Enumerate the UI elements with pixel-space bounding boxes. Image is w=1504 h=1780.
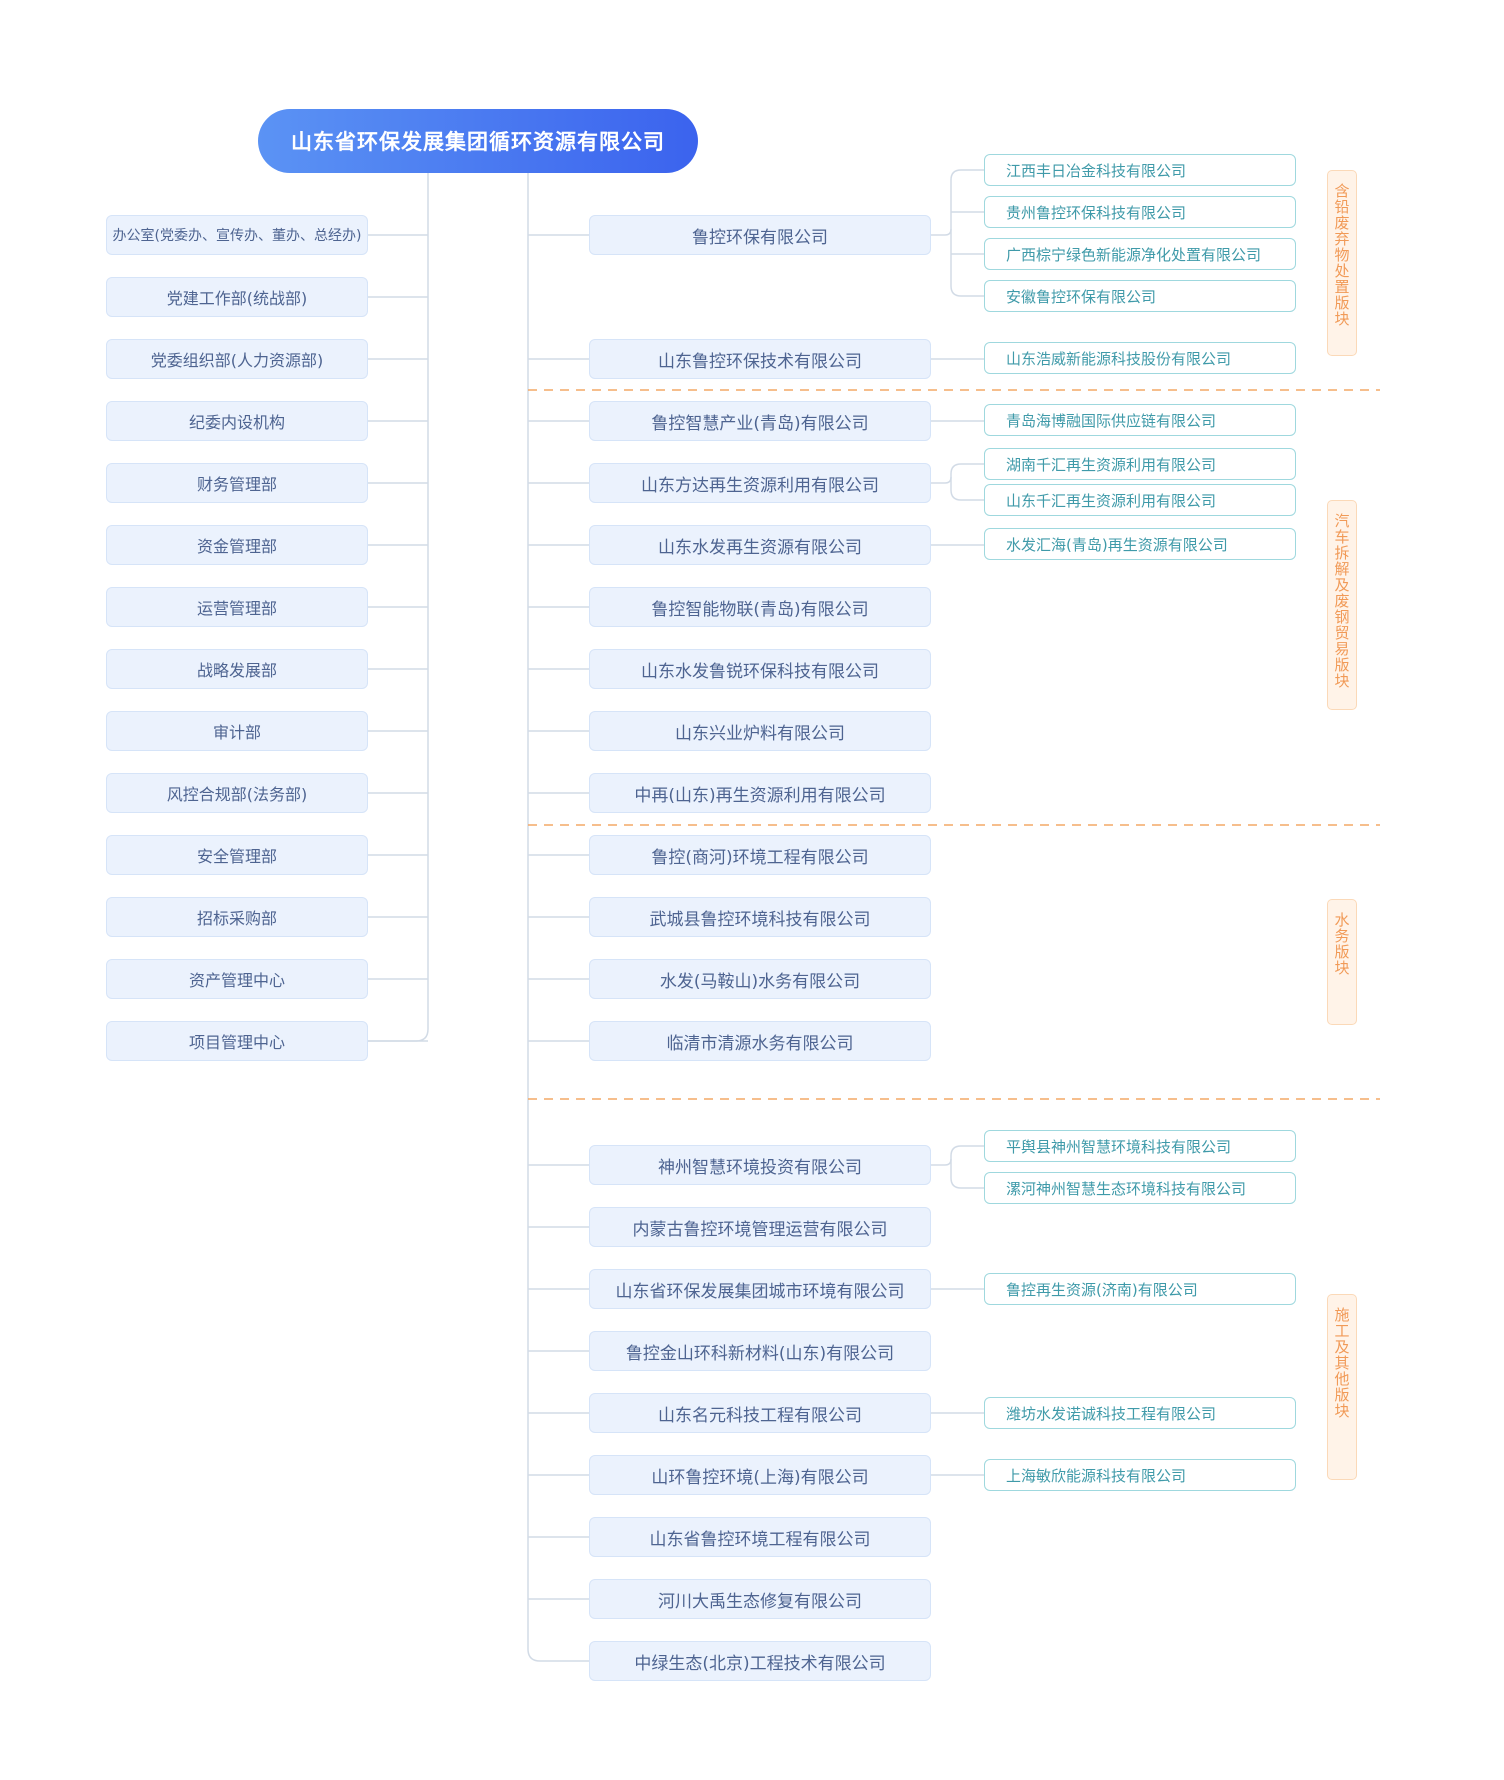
grandchild-node: 潍坊水发诺诚科技工程有限公司 xyxy=(984,1397,1296,1429)
segment-label: 汽车拆解及废钢贸易版块 xyxy=(1327,500,1357,710)
grandchild-node: 贵州鲁控环保科技有限公司 xyxy=(984,196,1296,228)
grandchild-node: 广西棕宁绿色新能源净化处置有限公司 xyxy=(984,238,1296,270)
subsidiary-node: 鲁控智能物联(青岛)有限公司 xyxy=(589,587,931,627)
department-node: 纪委内设机构 xyxy=(106,401,368,441)
segment-label: 含铅废弃物处置版块 xyxy=(1327,170,1357,356)
subsidiary-node: 内蒙古鲁控环境管理运营有限公司 xyxy=(589,1207,931,1247)
subsidiary-node: 山东鲁控环保技术有限公司 xyxy=(589,339,931,379)
subsidiary-node: 鲁控金山环科新材料(山东)有限公司 xyxy=(589,1331,931,1371)
subsidiary-node: 中再(山东)再生资源利用有限公司 xyxy=(589,773,931,813)
segment-label-text: 含铅废弃物处置版块 xyxy=(1332,183,1351,327)
department-node: 战略发展部 xyxy=(106,649,368,689)
subsidiary-node: 山东兴业炉料有限公司 xyxy=(589,711,931,751)
connector-line xyxy=(944,1158,952,1166)
segment-label: 施工及其他版块 xyxy=(1327,1294,1357,1480)
connector-line xyxy=(950,285,984,297)
department-node: 风控合规部(法务部) xyxy=(106,773,368,813)
segment-label: 水务版块 xyxy=(1327,899,1357,1025)
subsidiary-node: 神州智慧环境投资有限公司 xyxy=(589,1145,931,1185)
department-node: 运营管理部 xyxy=(106,587,368,627)
grandchild-node: 江西丰日冶金科技有限公司 xyxy=(984,154,1296,186)
grandchild-node: 湖南千汇再生资源利用有限公司 xyxy=(984,448,1296,480)
subsidiary-node: 水发(马鞍山)水务有限公司 xyxy=(589,959,931,999)
grandchild-node: 水发汇海(青岛)再生资源有限公司 xyxy=(984,528,1296,560)
grandchild-node: 青岛海博融国际供应链有限公司 xyxy=(984,404,1296,436)
subsidiary-node: 山环鲁控环境(上海)有限公司 xyxy=(589,1455,931,1495)
connector-line xyxy=(944,476,952,484)
department-node: 资金管理部 xyxy=(106,525,368,565)
department-node: 审计部 xyxy=(106,711,368,751)
subsidiary-node: 武城县鲁控环境科技有限公司 xyxy=(589,897,931,937)
subsidiary-node: 临清市清源水务有限公司 xyxy=(589,1021,931,1061)
connector-line xyxy=(950,169,984,181)
grandchild-node: 鲁控再生资源(济南)有限公司 xyxy=(984,1273,1296,1305)
connector-line xyxy=(368,1028,429,1042)
subsidiary-node: 鲁控环保有限公司 xyxy=(589,215,931,255)
connector-line xyxy=(950,463,984,475)
subsidiary-node: 中绿生态(北京)工程技术有限公司 xyxy=(589,1641,931,1681)
connector-line xyxy=(950,1145,984,1157)
subsidiary-node: 鲁控(商河)环境工程有限公司 xyxy=(589,835,931,875)
grandchild-node: 平舆县神州智慧环境科技有限公司 xyxy=(984,1130,1296,1162)
department-node: 党委组织部(人力资源部) xyxy=(106,339,368,379)
grandchild-node: 山东千汇再生资源利用有限公司 xyxy=(984,484,1296,516)
subsidiary-node: 山东省环保发展集团城市环境有限公司 xyxy=(589,1269,931,1309)
segment-label-text: 施工及其他版块 xyxy=(1332,1307,1351,1419)
grandchild-node: 安徽鲁控环保有限公司 xyxy=(984,280,1296,312)
subsidiary-node: 山东水发鲁锐环保科技有限公司 xyxy=(589,649,931,689)
subsidiary-node: 鲁控智慧产业(青岛)有限公司 xyxy=(589,401,931,441)
connector-line xyxy=(944,228,952,236)
connector-line xyxy=(950,489,984,501)
subsidiary-node: 山东水发再生资源有限公司 xyxy=(589,525,931,565)
department-node: 党建工作部(统战部) xyxy=(106,277,368,317)
segment-label-text: 水务版块 xyxy=(1332,912,1351,976)
department-node: 项目管理中心 xyxy=(106,1021,368,1061)
subsidiary-node: 山东省鲁控环境工程有限公司 xyxy=(589,1517,931,1557)
department-node: 资产管理中心 xyxy=(106,959,368,999)
department-node: 招标采购部 xyxy=(106,897,368,937)
grandchild-node: 上海敏欣能源科技有限公司 xyxy=(984,1459,1296,1491)
department-node: 办公室(党委办、宣传办、董办、总经办) xyxy=(106,215,368,255)
subsidiary-node: 山东名元科技工程有限公司 xyxy=(589,1393,931,1433)
segment-label-text: 汽车拆解及废钢贸易版块 xyxy=(1332,513,1351,689)
root-company: 山东省环保发展集团循环资源有限公司 xyxy=(258,109,698,173)
subsidiary-node: 河川大禹生态修复有限公司 xyxy=(589,1579,931,1619)
subsidiary-node: 山东方达再生资源利用有限公司 xyxy=(589,463,931,503)
department-node: 财务管理部 xyxy=(106,463,368,503)
grandchild-node: 山东浩威新能源科技股份有限公司 xyxy=(984,342,1296,374)
grandchild-node: 漯河神州智慧生态环境科技有限公司 xyxy=(984,1172,1296,1204)
connector-line xyxy=(950,1177,984,1189)
department-node: 安全管理部 xyxy=(106,835,368,875)
connector-line xyxy=(527,1648,589,1662)
